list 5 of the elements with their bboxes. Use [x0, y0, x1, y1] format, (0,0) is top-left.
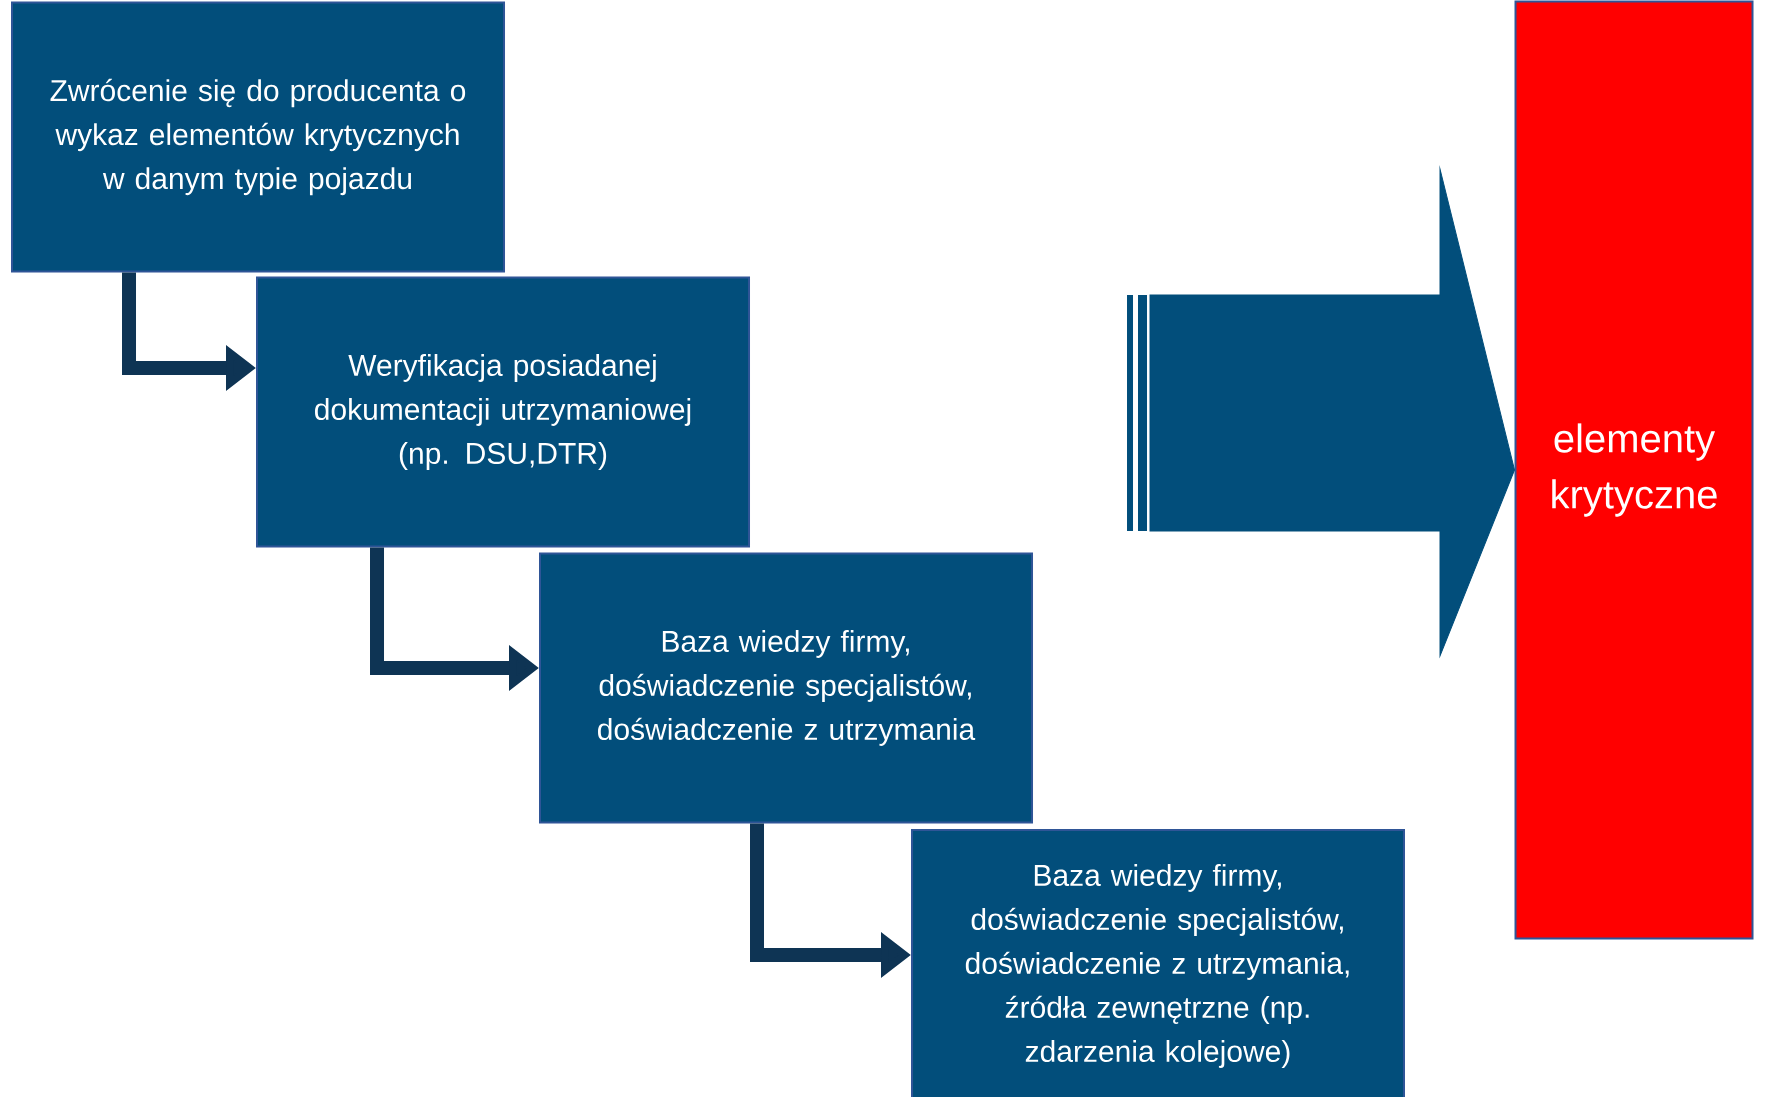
process-box: Baza wiedzy firmy, doświadczenie specjalistów, doświadczenie z utrzymania: [539, 552, 1033, 824]
process-box: Weryfikacja posiadanej dokumentacji utrzymaniowej (np. DSU,DTR): [256, 276, 750, 548]
process-box: Zwrócenie się do producenta o wykaz elementów krytycznych w danym typie pojazdu: [11, 1, 505, 273]
process-box: Baza wiedzy firmy, doświadczenie specjalistów, doświadczenie z utrzymania, źródła zewnętrzne (np. zdarzenia kolejowe): [911, 829, 1405, 1097]
result-box: elementy krytyczne: [1514, 0, 1754, 940]
